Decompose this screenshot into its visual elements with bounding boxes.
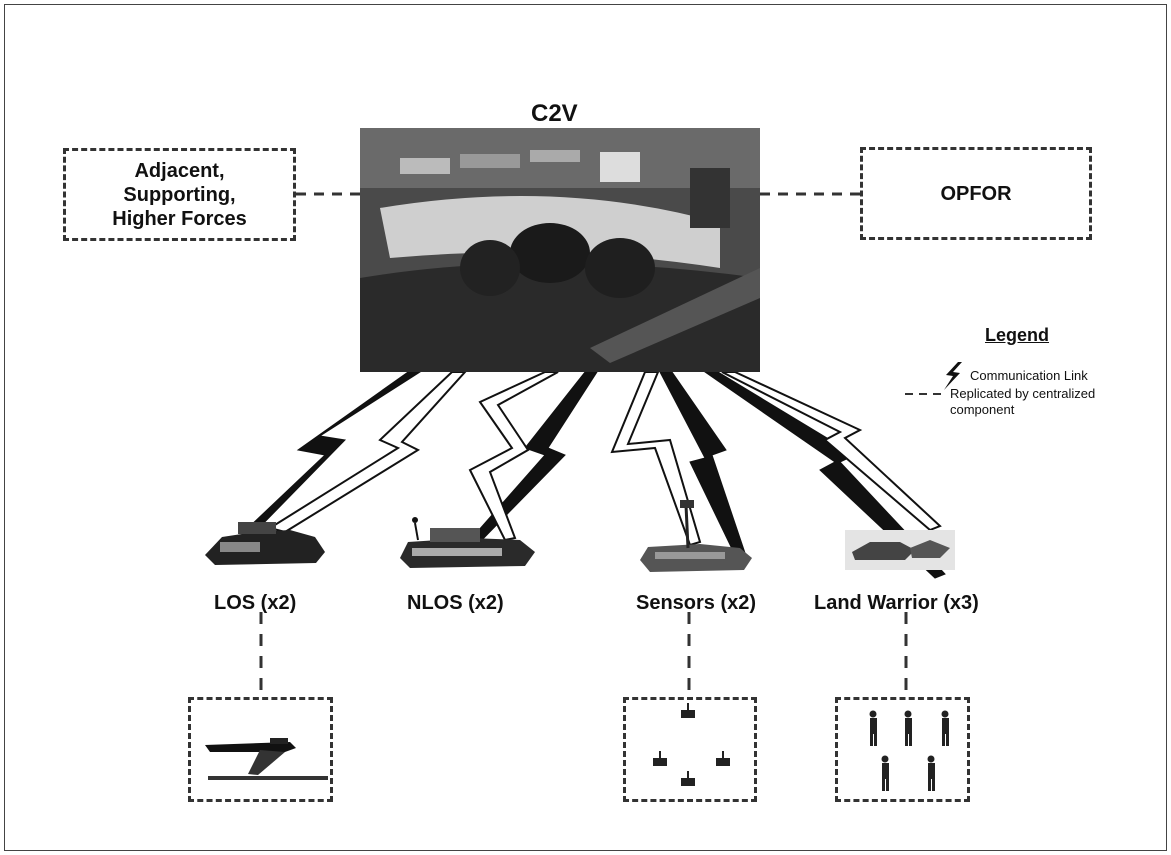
- los-vehicle-icon: [205, 522, 325, 565]
- legend-lightning-icon: [944, 362, 962, 390]
- sensors-detail-box: [623, 697, 757, 802]
- sensors-vehicle-icon: [640, 500, 752, 572]
- land-warrior-label: Land Warrior (x3): [814, 592, 979, 614]
- c2v-photo-art: [360, 128, 760, 372]
- opfor-box: OPFOR: [860, 147, 1092, 240]
- legend-title: Legend: [985, 325, 1050, 345]
- nlos-vehicle-icon: [400, 517, 535, 568]
- comm-link-los-b: [267, 371, 468, 534]
- opfor-label: OPFOR: [940, 182, 1012, 205]
- comm-link-lw-a: [703, 371, 946, 579]
- c2v-crew-station-photo: [360, 128, 760, 372]
- legend-comm-link-label: Communication Link: [970, 368, 1088, 383]
- comm-link-sensors-a: [610, 371, 702, 547]
- soldier-icons: [869, 710, 949, 791]
- adjacent-forces-box: Adjacent, Supporting, Higher Forces: [63, 148, 296, 241]
- nlos-label: NLOS (x2): [407, 592, 504, 614]
- comm-link-lw-b: [721, 371, 942, 532]
- legend-replicated-label: Replicated by centralized component: [950, 386, 1096, 417]
- sensors-label: Sensors (x2): [636, 592, 757, 614]
- comm-link-nlos-a: [468, 371, 559, 542]
- adjacent-forces-label: Adjacent, Supporting, Higher Forces: [112, 159, 247, 230]
- missile-launch-icon: [205, 738, 328, 780]
- diagram-frame: [4, 4, 1167, 851]
- los-detail-box: [188, 697, 333, 802]
- sensor-node-icons: [653, 703, 730, 786]
- los-label: LOS (x2): [214, 592, 297, 614]
- land-warrior-detail-box: [835, 697, 970, 802]
- land-warrior-vehicle-icon: [845, 530, 955, 570]
- diagram-title: C2V: [531, 100, 578, 127]
